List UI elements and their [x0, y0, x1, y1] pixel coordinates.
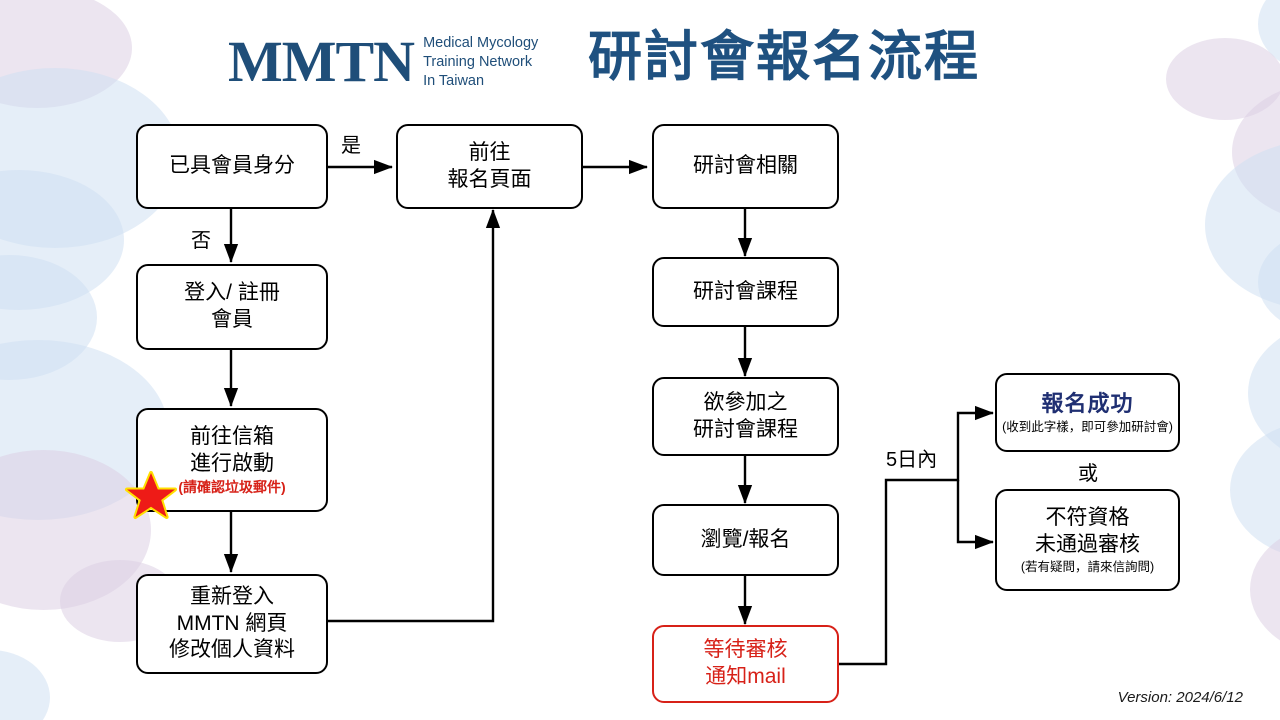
- edge-label-within-5-days: 5日內: [886, 449, 938, 471]
- node-success[interactable]: 報名成功 (收到此字樣，即可參加研討會): [995, 373, 1180, 452]
- edge-label-or: 或: [1078, 463, 1098, 485]
- node-register-login-line-2: 會員: [211, 308, 253, 331]
- slide-header: MMTN Medical Mycology Training Network I…: [0, 0, 1280, 118]
- node-rejected-line-1: 不符資格: [1045, 505, 1130, 529]
- logo-tagline-line-3: In Taiwan: [423, 73, 485, 90]
- edge-label-yes: 是: [341, 135, 361, 157]
- node-desired-course-line-1: 欲參加之: [703, 390, 788, 414]
- logo-tagline-line-2: Training Network: [423, 54, 533, 71]
- edge-waiting-to-success: [838, 405, 994, 666]
- node-waiting-review-line-1: 等待審核: [703, 638, 788, 662]
- node-relogin[interactable]: 重新登入 MMTN 網頁 修改個人資料: [136, 574, 328, 674]
- node-rejected-line-2: 未通過審核: [1035, 532, 1140, 556]
- red-star-icon: [125, 471, 177, 519]
- node-goto-signup-page[interactable]: 前往 報名頁面: [396, 124, 583, 209]
- node-goto-signup-page-line-1: 前往: [468, 140, 511, 164]
- node-success-note: (收到此字樣，即可參加研討會): [1002, 420, 1173, 435]
- node-browse-signup-line-1: 瀏覽/報名: [700, 527, 791, 551]
- node-relogin-line-3: 修改個人資料: [169, 638, 295, 662]
- mmtn-logo: MMTN Medical Mycology Training Network I…: [228, 32, 538, 91]
- node-seminar-related[interactable]: 研討會相關: [652, 124, 839, 209]
- node-relogin-line-1: 重新登入: [190, 584, 274, 608]
- node-waiting-review-line-2: 通知mail: [705, 665, 786, 688]
- node-rejected-note: (若有疑問，請來信詢問): [1020, 560, 1155, 575]
- node-relogin-line-2: MMTN 網頁: [176, 611, 288, 635]
- version-label: Version: 2024/6/12: [1117, 689, 1243, 706]
- page-title: 研討會報名流程: [588, 27, 980, 87]
- node-seminar-related-line-1: 研討會相關: [693, 154, 798, 178]
- node-goto-signup-page-line-2: 報名頁面: [447, 167, 532, 191]
- edge-label-no: 否: [191, 230, 211, 252]
- node-goto-mailbox-note: (請確認垃圾郵件): [178, 479, 286, 496]
- node-is-member-line-1: 已具會員身分: [169, 154, 295, 178]
- node-is-member[interactable]: 已具會員身分: [136, 124, 328, 209]
- node-seminar-course-line-1: 研討會課程: [693, 279, 798, 303]
- node-desired-course[interactable]: 欲參加之 研討會課程: [652, 377, 839, 456]
- node-rejected[interactable]: 不符資格 未通過審核 (若有疑問，請來信詢問): [995, 489, 1180, 591]
- logo-tagline: Medical Mycology Training Network In Tai…: [423, 32, 538, 91]
- node-register-login-line-1: 登入/ 註冊: [184, 281, 280, 305]
- node-desired-course-line-2: 研討會課程: [693, 417, 798, 441]
- node-goto-mailbox-line-2: 進行啟動: [190, 451, 274, 475]
- node-register-login[interactable]: 登入/ 註冊 會員: [136, 264, 328, 350]
- node-goto-mailbox-line-1: 前往信箱: [190, 424, 274, 448]
- node-success-title: 報名成功: [1041, 390, 1134, 416]
- node-browse-signup[interactable]: 瀏覽/報名: [652, 504, 839, 576]
- node-waiting-review[interactable]: 等待審核 通知mail: [652, 625, 839, 703]
- logo-tagline-line-1: Medical Mycology: [423, 35, 539, 51]
- edge-waiting-to-rejected: [956, 480, 994, 550]
- logo-wordmark: MMTN: [228, 28, 415, 94]
- node-seminar-course[interactable]: 研討會課程: [652, 257, 839, 327]
- edge-relogin-to-signup: [328, 209, 501, 623]
